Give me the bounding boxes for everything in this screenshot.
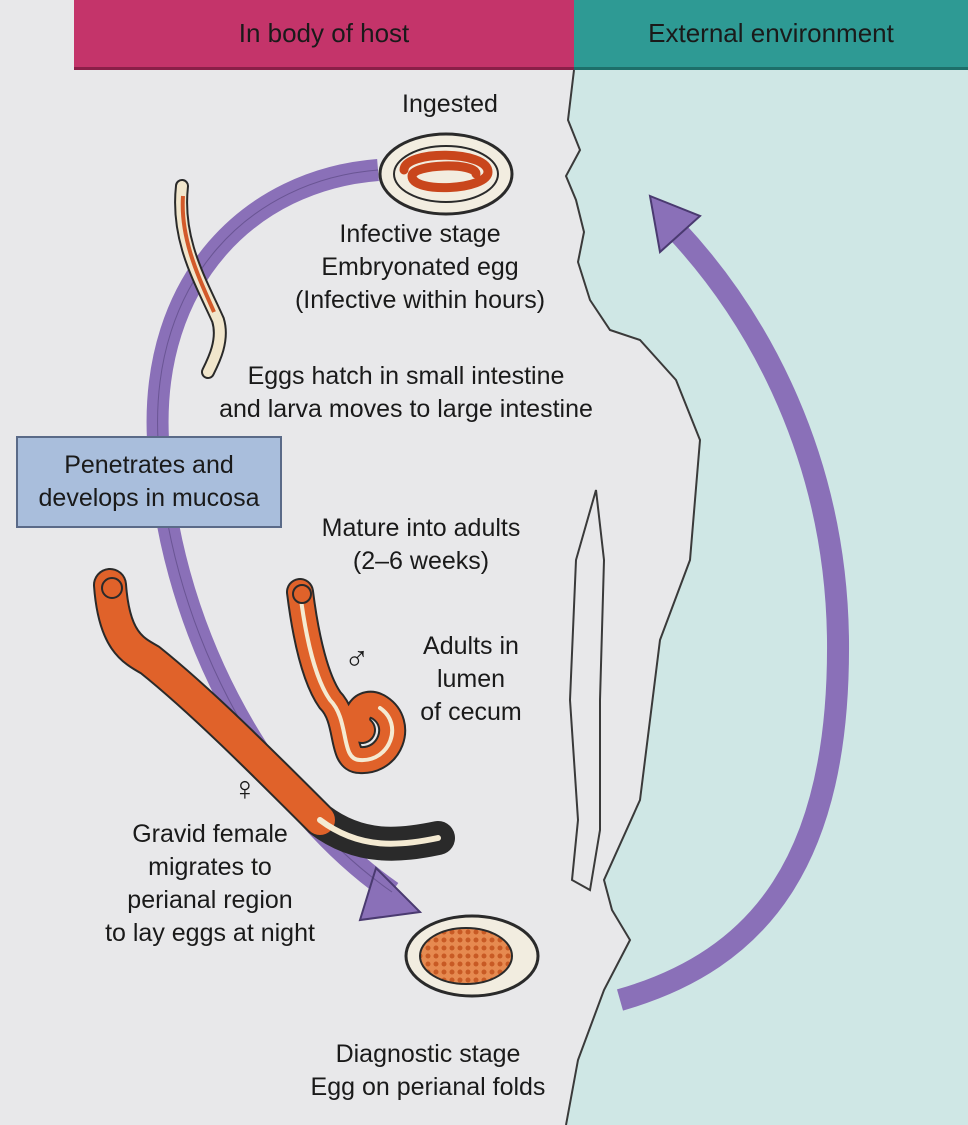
penetrates-label: Penetrates and develops in mucosa: [38, 451, 260, 512]
ingested-egg-icon: [378, 132, 514, 216]
diagnostic-stage-label: Diagnostic stage Egg on perianal folds: [310, 1040, 546, 1101]
external-return-arrowhead: [648, 194, 702, 254]
host-header: In body of host: [74, 0, 574, 70]
ingested-label: Ingested: [402, 90, 498, 118]
penetrates-box: Penetrates and develops in mucosa: [16, 436, 282, 528]
female-worm-icon: [93, 568, 455, 861]
male-symbol-icon: ♂: [344, 640, 370, 678]
environment-background: [566, 70, 968, 1125]
gravid-female-label: Gravid female migrates to perianal regio…: [105, 820, 315, 947]
external-return-arrow: [616, 222, 850, 1011]
host-header-label: In body of host: [238, 18, 410, 48]
internal-cycle-arrowhead: [358, 866, 423, 922]
infective-stage-label: Infective stage Embryonated egg (Infecti…: [294, 220, 546, 314]
larva-icon: [174, 179, 227, 379]
mature-label: Mature into adults (2–6 weeks): [321, 514, 521, 575]
diagnostic-egg-icon: [404, 914, 540, 998]
adults-lumen-label: Adults in lumen of cecum: [420, 632, 522, 726]
environment-header-label: External environment: [648, 18, 894, 48]
environment-header: External environment: [574, 0, 968, 70]
body-silhouette: [564, 69, 702, 1125]
female-symbol-icon: ♀: [232, 770, 258, 808]
arm-contour: [568, 489, 606, 892]
male-worm-icon: [286, 578, 406, 774]
eggs-hatch-label: Eggs hatch in small intestine and larva …: [219, 362, 593, 423]
